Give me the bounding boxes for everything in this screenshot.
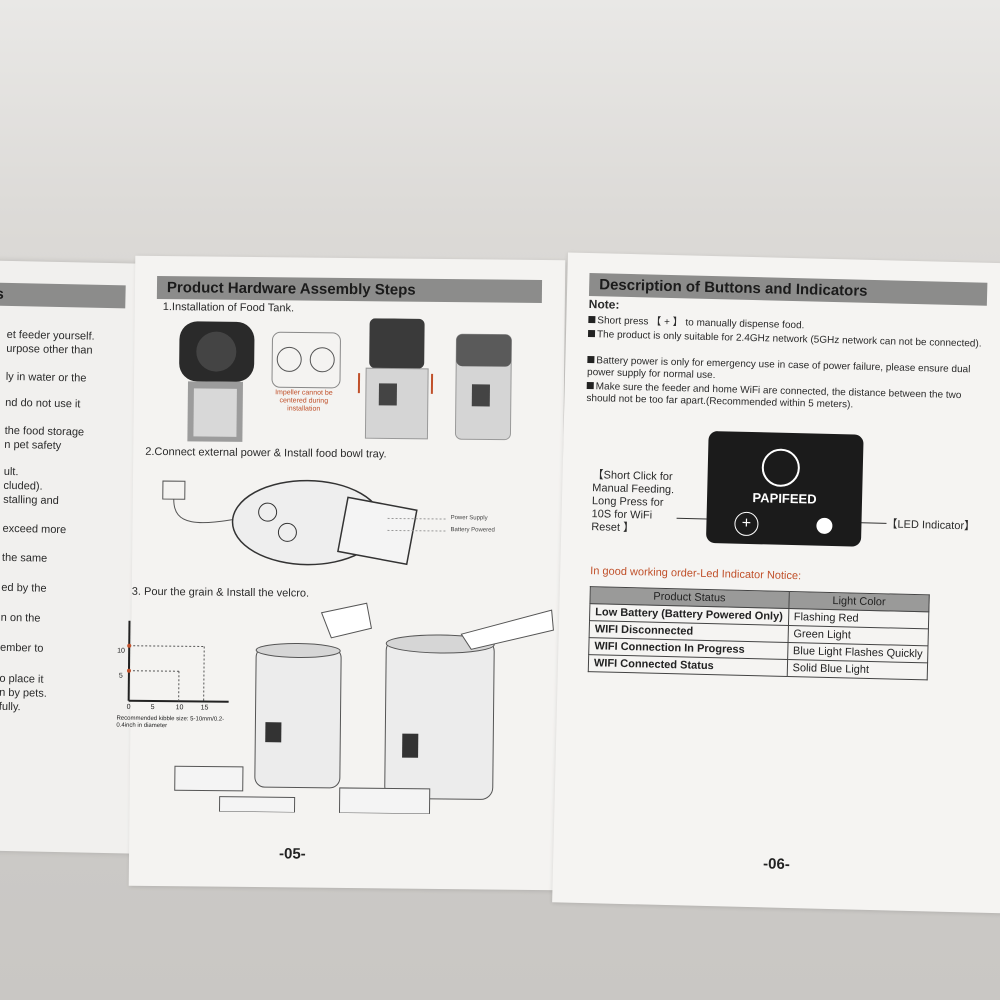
- food-tank-illustration: [179, 318, 512, 442]
- pour-grain-illustration: [174, 602, 554, 815]
- note-label: Note:: [588, 297, 620, 312]
- step-1-label: 1.Installation of Food Tank.: [162, 301, 295, 315]
- brand-label: PAPIFEED: [752, 490, 817, 507]
- left-text-line: nd do not use it: [5, 396, 81, 411]
- bullet-square-icon: [586, 381, 594, 390]
- page-number-06: -06-: [762, 855, 791, 874]
- buttons-indicators-title: Description of Buttons and Indicators: [588, 273, 988, 306]
- led-status-table: Product Status Light Color Low Battery (…: [588, 586, 930, 680]
- left-text-line: the food storage: [4, 424, 85, 439]
- left-text-line: et feeder yourself.: [6, 328, 95, 343]
- left-text-line: stalling and: [3, 493, 59, 507]
- led-callout: 【LED Indicator】: [886, 518, 976, 533]
- battery-powered-label: Battery Powered: [450, 527, 495, 534]
- callout-lines: [676, 517, 887, 524]
- left-text-line: the same: [1, 551, 48, 565]
- left-text-line: urpose other than: [6, 342, 93, 357]
- page-06: Description of Buttons and Indicators No…: [552, 252, 1000, 914]
- kibble-size-chart: [126, 620, 229, 703]
- page-number-05: -05-: [278, 845, 306, 863]
- left-text-line: ed by the: [1, 581, 47, 595]
- table-cell: WIFI Connected Status: [588, 654, 788, 677]
- left-text-line: exceed more: [2, 522, 67, 537]
- assembly-title: Product Hardware Assembly Steps: [156, 275, 543, 304]
- left-text-line: ly in water or the: [5, 370, 87, 385]
- papifeed-logo-icon: [761, 448, 801, 488]
- bullet-square-icon: [588, 315, 596, 324]
- power-connection-illustration: [162, 479, 448, 566]
- step-2-label: 2.Connect external power & Install food …: [145, 445, 387, 461]
- left-text-line: ember to: [0, 641, 44, 655]
- left-text-line: n by pets.: [0, 686, 47, 700]
- button-callout: 【Short Click for Manual Feeding. Long Pr…: [591, 469, 675, 535]
- left-text-line: n pet safety: [4, 438, 62, 453]
- left-text-line: ult.: [3, 465, 19, 479]
- bullet-square-icon: [587, 329, 596, 338]
- y-tick-10: 10: [117, 647, 126, 655]
- x-tick-0: 0: [126, 703, 131, 711]
- left-page-header: s: [0, 282, 126, 309]
- table-cell: Solid Blue Light: [786, 659, 928, 680]
- left-text-line: o place it: [0, 672, 44, 686]
- impeller-note: Impeller cannot be centered during insta…: [275, 389, 333, 413]
- left-text-line: cluded).: [3, 479, 43, 493]
- x-tick-5: 5: [150, 703, 155, 711]
- page-05: Product Hardware Assembly Steps 1.Instal…: [116, 255, 566, 891]
- bullet-square-icon: [587, 355, 595, 364]
- led-notice-title: In good working order-Led Indicator Noti…: [590, 565, 802, 583]
- left-text-line: fully.: [0, 700, 21, 714]
- left-partial-page: s et feeder yourself. urpose other than …: [0, 260, 145, 854]
- left-text-line: n on the: [0, 611, 41, 625]
- note-item: The product is only suitable for 2.4GHz …: [587, 329, 993, 351]
- power-supply-label: Power Supply: [450, 515, 488, 522]
- y-tick-5: 5: [118, 672, 123, 680]
